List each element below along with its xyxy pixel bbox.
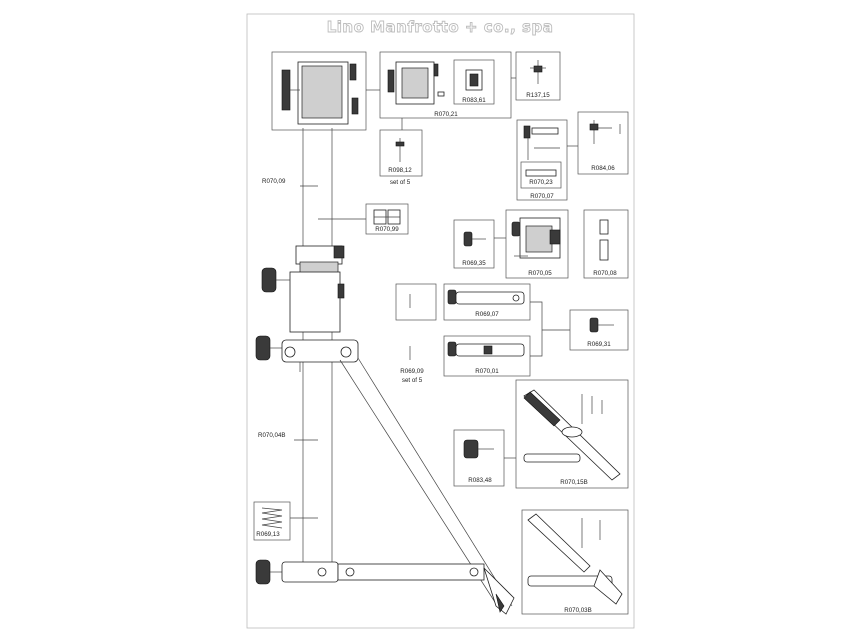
label-r069-13: R069,13 <box>256 531 280 538</box>
part-r069-09[interactable]: R069,09 set of 5 <box>395 283 437 384</box>
head-assembly[interactable] <box>271 51 367 131</box>
part-r070-07-group[interactable]: R070,23 R070,07 <box>516 119 568 201</box>
label-r069-09: R069,09 <box>400 368 424 375</box>
label-r070-04b: R070,04B <box>258 432 286 439</box>
label-r070-09: R070,09 <box>262 178 286 185</box>
label-r069-31: R069,31 <box>587 341 611 348</box>
label-r070-15b: R070,15B <box>560 479 588 486</box>
part-r070-03b[interactable]: R070,03B <box>521 509 629 615</box>
label-r070-05: R070,05 <box>528 270 552 277</box>
part-r069-13[interactable]: R069,13 <box>253 501 291 541</box>
label-r137-15: R137,15 <box>526 92 550 99</box>
label-r070-07: R070,07 <box>530 193 554 200</box>
part-r069-07[interactable]: R069,07 <box>443 283 531 321</box>
part-r070-08[interactable]: R070,08 <box>583 209 629 279</box>
part-r070-05[interactable]: R070,05 <box>505 209 569 279</box>
label-r070-21: R070,21 <box>434 111 458 118</box>
part-r069-35[interactable]: R069,35 <box>453 219 495 269</box>
part-r069-31[interactable]: R069,31 <box>569 309 629 351</box>
part-r098-12[interactable]: R098,12 set of 5 <box>379 129 423 186</box>
column-clamp-head[interactable] <box>261 245 345 333</box>
label-r098-12: R098,12 <box>388 167 412 174</box>
label-r069-07: R069,07 <box>475 311 499 318</box>
note-r069-09: set of 5 <box>402 377 423 384</box>
label-r084-06: R084,06 <box>591 165 615 172</box>
part-r070-21-group[interactable]: R083,61 R070,21 <box>379 51 512 119</box>
part-r084-06[interactable]: R084,06 <box>577 111 629 175</box>
label-r069-35: R069,35 <box>462 260 486 267</box>
note-r098-12: set of 5 <box>390 179 411 186</box>
label-r070-01: R070,01 <box>475 368 499 375</box>
brand-title: Lino Manfrotto + co., spa <box>327 18 554 36</box>
part-r070-99[interactable]: R070,99 <box>365 203 409 235</box>
label-r070-99: R070,99 <box>375 226 399 233</box>
base-foot-assembly[interactable] <box>255 559 515 615</box>
label-r070-03b: R070,03B <box>564 607 592 614</box>
label-r070-08: R070,08 <box>593 270 617 277</box>
label-r083-61: R083,61 <box>462 97 486 104</box>
leg-bracket[interactable] <box>255 335 359 372</box>
label-r070-23: R070,23 <box>529 179 553 186</box>
part-r137-15[interactable]: R137,15 <box>515 51 561 101</box>
part-r070-15b[interactable]: R070,15B <box>515 379 629 489</box>
label-r083-48: R083,48 <box>468 477 492 484</box>
